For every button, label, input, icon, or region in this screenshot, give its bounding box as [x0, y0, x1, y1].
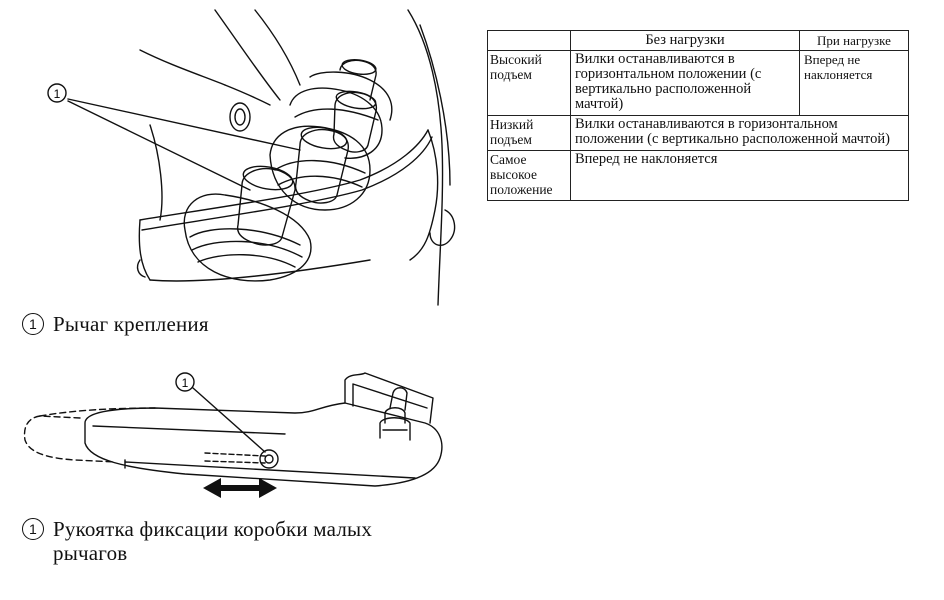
table-header-no-load: Без нагрузки [570, 30, 800, 51]
row-no-load: Вилки останавливаются в горизонтальном п… [570, 115, 909, 151]
row-label: Самое высокое положение [487, 150, 571, 201]
caption-text: Рычаг крепления [53, 312, 209, 336]
row-no-load: Вперед не наклоняется [570, 150, 909, 201]
table-row: Самое высокое положение Вперед не наклон… [487, 150, 909, 201]
table-header-row: Без нагрузки При нагрузке [487, 30, 909, 51]
row-label: Низкий подъем [487, 115, 571, 151]
caption-number: 1 [22, 313, 44, 335]
table-row: Высокий подъем Вилки останавливаются в г… [487, 50, 909, 116]
caption-line-2: рычагов [53, 541, 128, 565]
fork-stop-table: Без нагрузки При нагрузке Высокий подъем… [487, 30, 909, 201]
caption-number: 1 [22, 518, 44, 540]
table-header-load: При нагрузке [799, 30, 909, 51]
table-row: Низкий подъем Вилки останавливаются в го… [487, 115, 909, 151]
lever-caption: 1 Рычаг крепления [22, 312, 209, 336]
lever-illustration: 1 [47, 9, 456, 306]
caption-line-1: Рукоятка фиксации коробки малых [53, 517, 373, 541]
row-load: Вперед не наклоняется [799, 50, 909, 116]
row-no-load: Вилки останавливаются в горизонтальном п… [570, 50, 800, 116]
callout-number: 1 [54, 87, 61, 101]
row-label: Высокий подъем [487, 50, 571, 116]
table-header-empty [487, 30, 571, 51]
lever-box-illustration: 1 [23, 372, 443, 498]
callout-number: 1 [182, 376, 189, 390]
lock-handle-caption: 1 Рукоятка фиксации коробки малых рычагов [22, 517, 452, 565]
